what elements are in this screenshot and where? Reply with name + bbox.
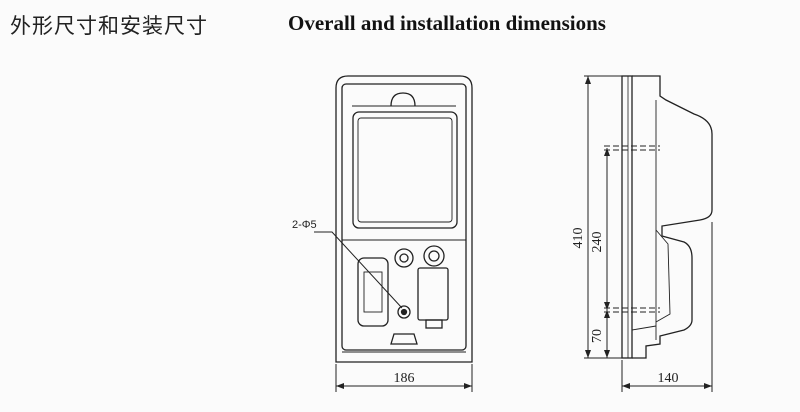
title-chinese: 外形尺寸和安装尺寸 [10, 14, 208, 38]
front-top-dome [390, 92, 416, 107]
side-back-plate [621, 75, 633, 359]
hole-label: 2-Φ5 [292, 219, 317, 231]
front-mounting-hole [397, 305, 411, 319]
hole-leader-line [314, 231, 403, 309]
front-left-slot [357, 257, 389, 327]
front-knob-right [423, 245, 445, 267]
title-english: Overall and installation dimensions [288, 11, 606, 35]
depth-label: 140 [658, 371, 679, 386]
front-display-window [352, 111, 458, 229]
front-outer-outline [335, 75, 473, 363]
front-knob-left [394, 248, 414, 268]
front-right-block [417, 267, 449, 321]
front-view [314, 75, 473, 392]
side-body-profile [632, 75, 713, 359]
mount-spacing-label: 240 [590, 232, 605, 253]
width-label: 186 [394, 371, 415, 386]
height-label: 410 [571, 228, 586, 249]
front-inner-frame [341, 83, 467, 351]
front-bottom-tab [390, 333, 418, 345]
bottom-offset-label: 70 [590, 329, 605, 343]
side-view [584, 75, 713, 392]
